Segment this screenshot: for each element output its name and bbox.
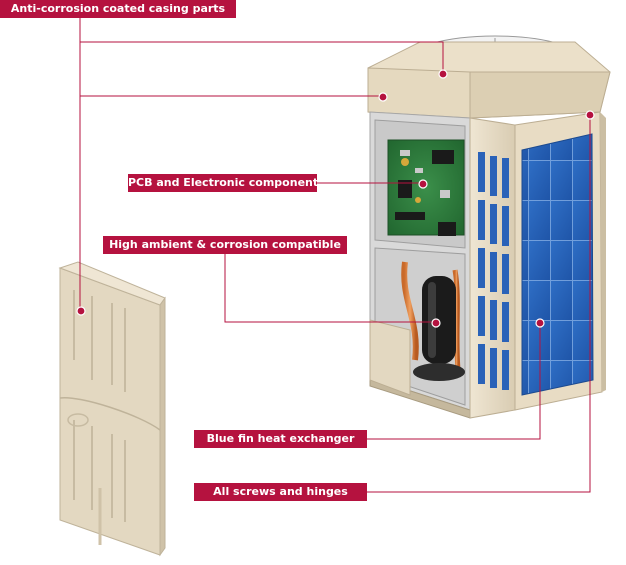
dot-fin-icon <box>535 318 545 328</box>
outdoor-unit <box>367 35 611 419</box>
callout-pcb-label: PCB and Electronic components <box>128 174 317 192</box>
callout-ambient-label: High ambient & corrosion compatible <box>103 236 347 254</box>
leader-lines <box>79 18 591 493</box>
dot-fan-icon <box>438 69 448 79</box>
dot-panel-icon <box>76 306 86 316</box>
loose-casing-panel <box>58 261 166 557</box>
callout-dots <box>76 69 595 328</box>
dot-lid-icon <box>378 92 388 102</box>
dot-pcb-icon <box>418 179 428 189</box>
fin-heat-exchanger <box>521 133 594 396</box>
callout-fin-label: Blue fin heat exchanger <box>194 430 367 448</box>
dot-compressor-icon <box>431 318 441 328</box>
callout-screws-label: All screws and hinges <box>194 483 367 501</box>
dot-screws-icon <box>585 110 595 120</box>
callout-casing-label: Anti-corrosion coated casing parts <box>0 0 236 18</box>
